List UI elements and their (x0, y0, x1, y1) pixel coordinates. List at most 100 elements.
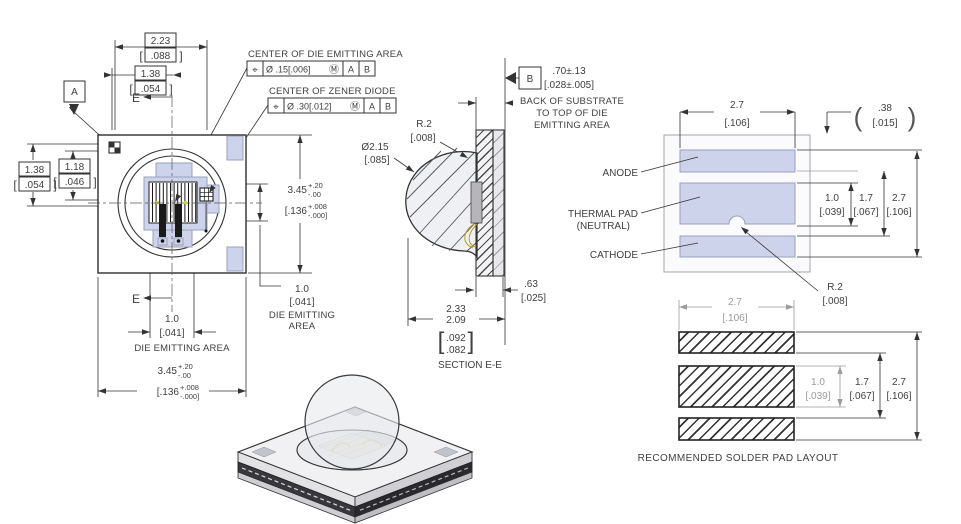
svg-text:[.015]: [.015] (872, 118, 897, 129)
dim-size-bottom: 3.45 +.20 -.00 [.136 +.008 -.000] (137, 362, 209, 401)
svg-text:-.000]: -.000] (308, 211, 327, 220)
dim-dome-dia-mm: Ø2.15 (361, 142, 389, 153)
dim-substrate-mm: .63 (524, 279, 538, 290)
svg-text:[.136: [.136 (157, 387, 180, 398)
svg-text:[: [ (129, 82, 133, 96)
led-3d-render (236, 374, 474, 524)
svg-text:+.20: +.20 (178, 362, 193, 371)
dim-die-width: 1.0 [.041] DIE EMITTING AREA (134, 314, 230, 354)
svg-text:+.008: +.008 (308, 202, 327, 211)
callout-die-center-title: CENTER OF DIE EMITTING AREA (248, 49, 403, 60)
anode-pad (679, 149, 796, 173)
svg-text:+.008: +.008 (180, 383, 199, 392)
thermal-pad (679, 182, 796, 225)
solder-pad-anode (678, 331, 795, 354)
svg-text:-.000]: -.000] (180, 392, 199, 401)
svg-text:[: [ (53, 175, 57, 189)
section-label: SECTION E-E (438, 360, 502, 371)
position-symbol: ⌖ (273, 102, 279, 113)
dome-section (405, 150, 478, 259)
thermal-pad-label: THERMAL PAD (568, 209, 638, 220)
dome-base-arc (296, 449, 408, 471)
sp-dim-pitch-in: [.067] (849, 391, 874, 402)
callout-zener-title: CENTER OF ZENER DIODE (269, 86, 396, 97)
position-symbol: ⌖ (252, 65, 258, 76)
note-line2: TO TOP OF DIE (536, 108, 608, 119)
solder-layout-caption: RECOMMENDED SOLDER PAD LAYOUT (638, 453, 839, 464)
svg-text:.082: .082 (446, 345, 466, 356)
dim-pad-width-in: [.106] (724, 118, 749, 129)
top-view: 2.23 .088 [ ] 1.38 .054 [ ] 1.38 .054 [ … (13, 32, 340, 401)
thermal-pad-label2: (NEUTRAL) (577, 221, 630, 232)
dim-left-inner: 1.18 .046 [ ] (53, 158, 97, 189)
svg-text:Ø .15[.006]: Ø .15[.006] (266, 65, 311, 75)
section-letter-top: E (132, 91, 140, 105)
svg-text:[: [ (438, 328, 445, 355)
cathode-pad (679, 235, 796, 258)
dim-radius-r: R.2 (416, 119, 432, 130)
datum-a-flag: A (63, 80, 86, 115)
svg-text:3.45: 3.45 (288, 185, 308, 196)
note-line1: BACK OF SUBSTRATE (520, 96, 624, 107)
dim-radius-in: [.008] (410, 133, 435, 144)
sp-dim-width-in: [.106] (722, 313, 747, 324)
section-view: B .70±.13 [.028±.005] BACK OF SUBSTRATE … (361, 58, 624, 371)
dim-width-inner: 1.38 .054 [ ] (129, 65, 173, 96)
die-section (470, 181, 483, 224)
svg-text:DIE EMITTING: DIE EMITTING (269, 310, 335, 321)
solder-pad-anode-hatch (679, 332, 794, 353)
sp-dim-total-mm: 2.7 (892, 377, 906, 388)
dim-pitch-in: [.067] (853, 207, 878, 218)
left-corner-mark (251, 446, 277, 458)
ceramic-section (492, 129, 505, 277)
svg-text:.054: .054 (25, 180, 45, 191)
sp-dim-pad-in: [.039] (805, 391, 830, 402)
solder-pad-thermal (678, 365, 795, 408)
dome-hatch (406, 147, 478, 253)
right-corner-mark (433, 446, 459, 458)
substrate-hatch (476, 130, 493, 276)
svg-text:1.18: 1.18 (65, 162, 85, 173)
svg-text:A: A (369, 102, 375, 112)
callout-zener-center: CENTER OF ZENER DIODE ⌖ Ø .30[.012] Ⓜ A … (267, 86, 397, 114)
dim-total-in: [.106] (886, 207, 911, 218)
mmc-symbol: Ⓜ (350, 101, 360, 113)
dim-notch-r: R.2 (827, 282, 843, 293)
dome-sphere-3d (304, 374, 400, 470)
dim-notch-in: [.008] (822, 296, 847, 307)
sp-dim-total-in: [.106] (886, 391, 911, 402)
datum-target-a (108, 141, 121, 154)
svg-text:]: ] (93, 175, 96, 189)
svg-text:.054: .054 (141, 84, 161, 95)
svg-text:[.041]: [.041] (289, 297, 314, 308)
svg-text:3.45: 3.45 (158, 366, 178, 377)
svg-text:2.09: 2.09 (446, 315, 466, 326)
dim-offset-ref: ( .38 [.015] ) (854, 102, 917, 132)
corner-notch-top-right (226, 135, 244, 161)
cathode-label: CATHODE (590, 250, 638, 261)
mmc-symbol: Ⓜ (329, 64, 339, 76)
solder-pad-cathode (678, 417, 795, 441)
sp-dim-pitch-mm: 1.7 (855, 377, 869, 388)
svg-text:DIE EMITTING AREA: DIE EMITTING AREA (134, 343, 230, 354)
svg-text:B: B (364, 65, 370, 75)
svg-text:[: [ (139, 49, 143, 63)
dim-width-top: 2.23 .088 [ ] (139, 32, 183, 63)
dim-pad-mm: 1.0 (825, 193, 839, 204)
svg-text:AREA: AREA (289, 321, 316, 332)
svg-text:B: B (527, 74, 534, 85)
side-right-bottom (354, 471, 473, 524)
svg-text:2.23: 2.23 (151, 36, 171, 47)
svg-text:1.0: 1.0 (165, 314, 179, 325)
ceramic-hatch (493, 130, 504, 276)
solder-pad-cathode-hatch (679, 418, 794, 440)
svg-text:B: B (385, 102, 391, 112)
anode-label: ANODE (602, 168, 638, 179)
svg-text:[: [ (13, 178, 17, 192)
dim-size-right: 3.45 +.20 -.00 [.136 +.008 -.000] (272, 179, 340, 223)
svg-text:.088: .088 (151, 51, 171, 62)
corner-notch-bottom-right (226, 246, 244, 272)
sp-dim-width-mm: 2.7 (728, 297, 742, 308)
